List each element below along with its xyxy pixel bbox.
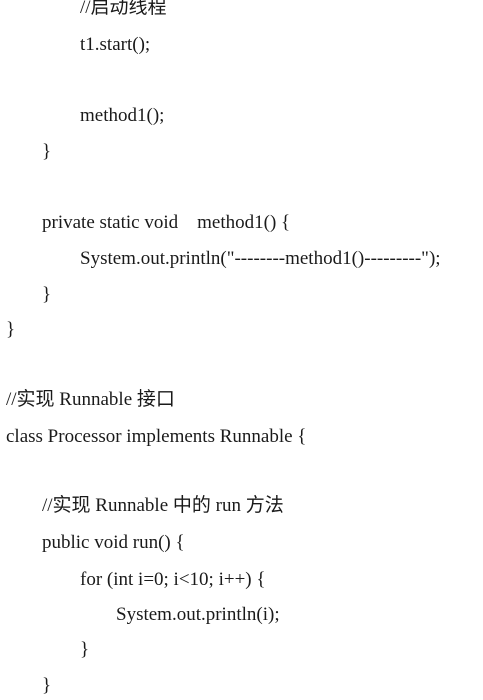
code-line-comment-run-method: //实现 Runnable 中的 run 方法 bbox=[42, 495, 284, 516]
code-line-t1-start: t1.start(); bbox=[80, 34, 151, 55]
code-line-close-brace: } bbox=[80, 639, 90, 660]
code-line-comment-runnable: //实现 Runnable 接口 bbox=[6, 389, 175, 410]
code-line-close-brace: } bbox=[6, 319, 16, 340]
code-line-close-brace: } bbox=[42, 284, 52, 305]
code-line-for-loop: for (int i=0; i<10; i++) { bbox=[80, 569, 266, 590]
code-line-close-brace: } bbox=[42, 675, 52, 696]
code-line-println-i: System.out.println(i); bbox=[116, 604, 280, 625]
code-line-run-decl: public void run() { bbox=[42, 532, 185, 553]
code-line-close-brace: } bbox=[42, 141, 52, 162]
code-line-comment-start-thread: //启动线程 bbox=[80, 0, 167, 18]
code-line-method1-decl: private static void method1() { bbox=[42, 212, 291, 233]
code-line-class-processor: class Processor implements Runnable { bbox=[6, 426, 307, 447]
code-line-method1-call: method1(); bbox=[80, 105, 165, 126]
code-line-println-method1: System.out.println("--------method1()---… bbox=[80, 248, 441, 269]
